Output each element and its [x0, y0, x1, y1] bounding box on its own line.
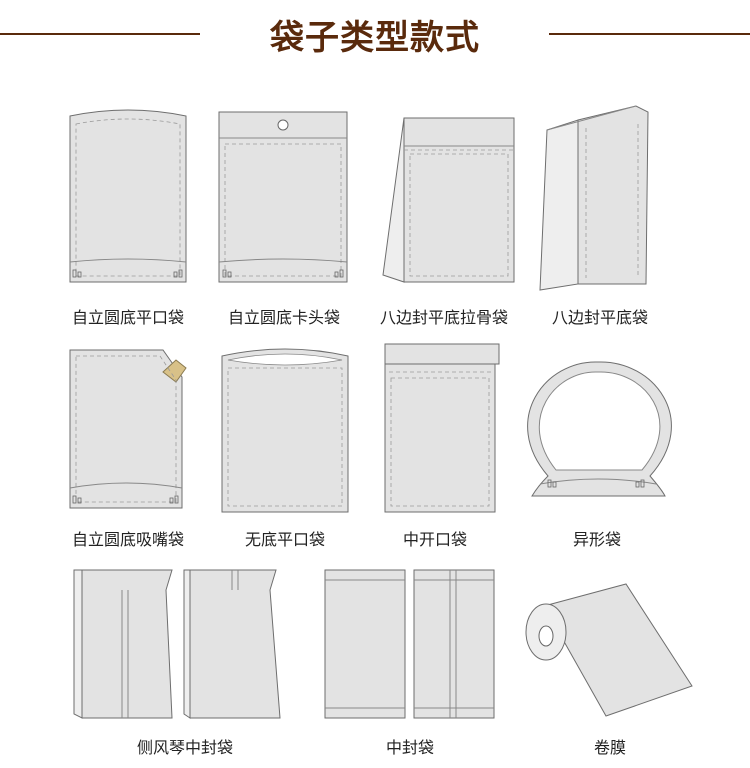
header-divider-right	[549, 33, 750, 35]
eight-side-seal-flat-bottom-zipper-pouch-icon	[382, 117, 515, 283]
header-divider-left	[0, 33, 200, 35]
eight-side-seal-flat-bottom-pouch-icon	[539, 105, 649, 291]
label-special-shaped-pouch: 异形袋	[572, 530, 621, 549]
label-eight-side-seal-flat-bottom-zipper-pouch: 八边封平底拉骨袋	[379, 308, 508, 327]
label-center-seal-pouch: 中封袋	[385, 738, 434, 757]
stand-up-spout-pouch-icon	[69, 349, 187, 509]
label-roll-film: 卷膜	[593, 738, 626, 757]
center-seal-pouch-icon	[324, 569, 495, 719]
flat-pouch-without-bottom-icon	[221, 348, 349, 513]
label-center-opening-pouch: 中开口袋	[402, 530, 467, 549]
stand-up-round-bottom-flat-pouch-icon	[69, 109, 187, 283]
label-eight-side-seal-flat-bottom-pouch: 八边封平底袋	[551, 308, 648, 327]
label-stand-up-round-bottom-flat-pouch: 自立圆底平口袋	[71, 308, 184, 327]
label-stand-up-spout-pouch: 自立圆底吸嘴袋	[71, 530, 184, 549]
page-title: 袋子类型款式	[270, 18, 480, 58]
center-opening-pouch-icon	[384, 343, 500, 513]
side-gusset-center-seal-pouch-icon	[73, 569, 281, 719]
label-flat-pouch-without-bottom: 无底平口袋	[244, 530, 325, 549]
page-header: 袋子类型款式	[0, 0, 750, 70]
stand-up-round-bottom-hang-hole-pouch-icon	[218, 111, 348, 283]
roll-film-icon	[525, 583, 693, 717]
label-stand-up-round-bottom-hang-hole-pouch: 自立圆底卡头袋	[227, 308, 340, 327]
label-side-gusset-center-seal-pouch: 侧风琴中封袋	[136, 738, 233, 757]
special-shaped-pouch-icon	[527, 361, 672, 497]
